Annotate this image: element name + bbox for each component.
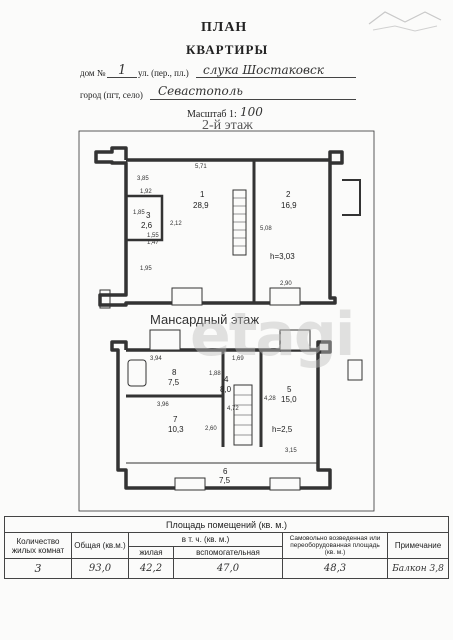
hdr-rooms-count: Количество жилых комнат	[4, 532, 72, 559]
dim-label: 1,47	[147, 240, 159, 246]
dim-label: 1,92	[140, 189, 152, 195]
hdr-living: жилая	[128, 546, 174, 559]
dim-label: 4,72	[227, 406, 239, 412]
hdr-note: Примечание	[387, 532, 449, 559]
attic-height: h=2,5	[272, 425, 293, 434]
hdr-self-built: Самовольно возведенная или переоборудова…	[282, 532, 388, 559]
dim-label: 3,94	[150, 356, 162, 362]
summary-title: Площадь помещений (кв. м.)	[4, 516, 449, 533]
floor-title: 2-й этаж	[202, 118, 253, 133]
room-8-number: 8	[172, 368, 177, 377]
scale-value: 100	[240, 105, 263, 119]
house-number: 1	[118, 63, 127, 78]
doc-title: ПЛАН	[201, 20, 248, 35]
room-2-area: 16,9	[281, 201, 297, 210]
room-8-area: 7,5	[168, 378, 180, 387]
dim-label: 2,90	[280, 281, 292, 287]
dim-label: 3,15	[285, 448, 297, 454]
city-value: Севастополь	[158, 84, 243, 98]
dim-label: 1,69	[232, 356, 244, 362]
room-1-area: 28,9	[193, 201, 209, 210]
val-self-built: 48,3	[282, 558, 388, 579]
area-summary-table: Площадь помещений (кв. м.) Количество жи…	[4, 516, 449, 579]
house-label: дом №	[80, 68, 106, 78]
corner-stamp	[365, 6, 445, 34]
hdr-total: Общая (кв.м.)	[71, 532, 129, 559]
dim-label: 4,28	[264, 396, 276, 402]
dim-label: 1,85	[133, 210, 145, 216]
hdr-aux: вспомогательная	[172, 546, 284, 559]
city-label: город (пгт, село)	[80, 90, 143, 100]
val-note: Балкон 3,8	[387, 558, 449, 579]
attic-title: Мансардный этаж	[150, 312, 259, 327]
room-3-number: 3	[146, 211, 151, 220]
room-6-area: 7,5	[219, 476, 231, 485]
street-label: ул. (пер., пл.)	[138, 68, 189, 78]
dim-label: 3,85	[137, 176, 149, 182]
watermark: etagi	[190, 300, 355, 370]
dim-label: 5,08	[260, 226, 272, 232]
second-floor-height: h=3,03	[270, 252, 295, 261]
val-rooms-count: 3	[4, 558, 72, 579]
dim-label: 5,71	[195, 164, 207, 170]
scale-label: Масштаб 1:	[187, 109, 237, 120]
room-7-number: 7	[173, 415, 178, 424]
val-living: 42,2	[128, 558, 174, 579]
room-5-area: 15,0	[281, 395, 297, 404]
room-6-number: 6	[223, 467, 228, 476]
room-7-area: 10,3	[168, 425, 184, 434]
dim-label: 1,95	[140, 266, 152, 272]
room-4-number: 4	[224, 375, 229, 384]
room-2-number: 2	[286, 190, 291, 199]
dim-label: 2,12	[170, 221, 182, 227]
stamp-mark-icon	[368, 11, 442, 32]
dim-label: 3,96	[157, 402, 169, 408]
doc-subtitle: КВАРТИРЫ	[186, 42, 269, 57]
room-4-area: 8,0	[220, 385, 232, 394]
val-total: 93,0	[71, 558, 129, 579]
dim-label: 1,55	[147, 233, 159, 239]
room-5-number: 5	[287, 385, 292, 394]
room-3-area: 2,6	[141, 221, 153, 230]
val-aux: 47,0	[172, 558, 284, 579]
hdr-incl: в т. ч. (кв. м.)	[128, 532, 283, 547]
dim-label: 2,60	[205, 426, 217, 432]
dim-label: 1,88	[209, 371, 221, 377]
street-value: слука Шостаковск	[203, 63, 324, 77]
room-1-number: 1	[200, 190, 205, 199]
